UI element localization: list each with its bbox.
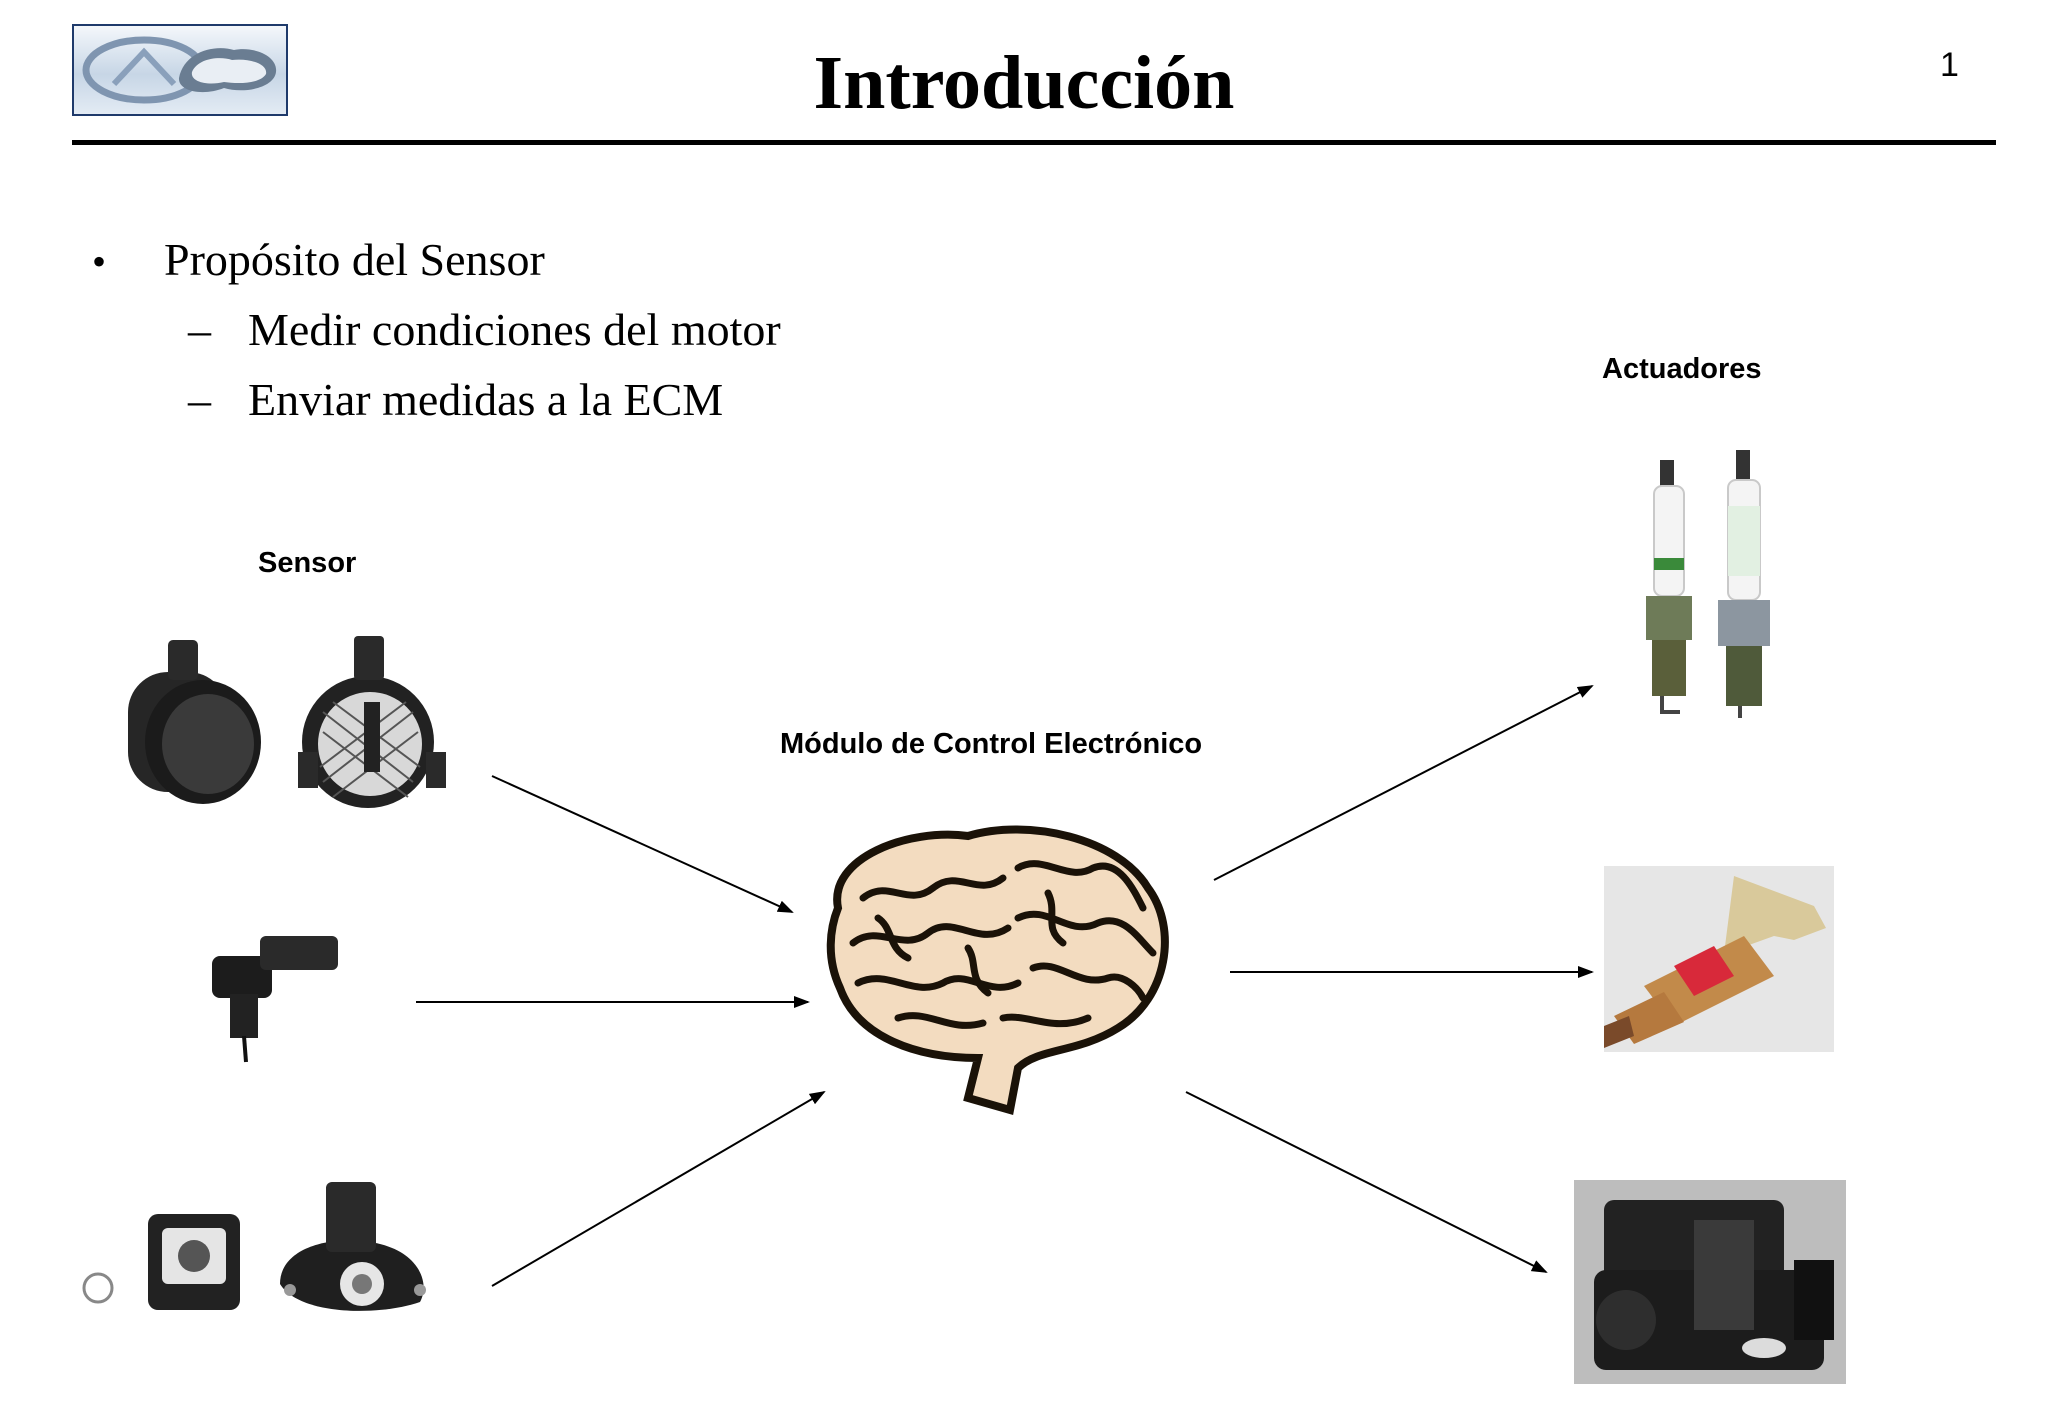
- maf-sensor-photo: [108, 632, 458, 822]
- sub-bullet-1: –Medir condiciones del motor: [188, 302, 781, 358]
- arrow-tps-to-ecm: [491, 1090, 826, 1287]
- dash-marker: –: [188, 374, 211, 425]
- throttle-position-sensor-photo: [140, 1174, 440, 1324]
- sub-bullet-1-text: Medir condiciones del motor: [248, 304, 781, 355]
- slide-title: Introducción: [813, 41, 1235, 125]
- arrow-ecm-to-iac-valve: [1185, 1091, 1548, 1273]
- actuators-label: Actuadores: [1602, 353, 1762, 385]
- bullet-main-text: Propósito del Sensor: [164, 234, 545, 285]
- bullet-marker: •: [92, 239, 107, 284]
- spark-plug-photo: [1640, 446, 1800, 722]
- sensor-label: Sensor: [258, 547, 357, 579]
- company-logo: [72, 24, 288, 116]
- bullet-main: • Propósito del Sensor: [92, 232, 545, 290]
- arrow-maf-to-ecm: [491, 775, 794, 913]
- arrow-ecm-to-spark-plug: [1213, 685, 1594, 881]
- idle-air-control-valve-photo: [1574, 1180, 1846, 1384]
- map-sensor-photo: [200, 926, 350, 1066]
- sub-bullet-2: –Enviar medidas a la ECM: [188, 372, 723, 428]
- dash-marker: –: [188, 304, 211, 355]
- fuel-injector-photo: [1604, 866, 1834, 1052]
- title-divider: [72, 140, 1996, 145]
- page-number: 1: [1940, 46, 1959, 84]
- sub-bullet-2-text: Enviar medidas a la ECM: [248, 374, 724, 425]
- radio-circle-icon: [82, 1272, 114, 1304]
- ecm-label: Módulo de Control Electrónico: [780, 728, 1203, 760]
- brain-ecm-illustration: [818, 818, 1178, 1118]
